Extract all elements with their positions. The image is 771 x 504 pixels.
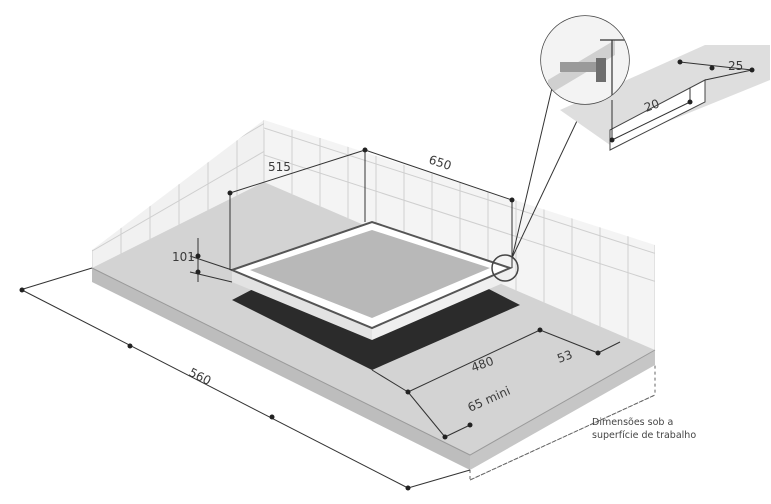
under-surface-outline <box>469 365 656 481</box>
dim-label-25: 25 <box>728 59 743 73</box>
dim-label-101: 101 <box>172 250 195 264</box>
dim-label-650: 650 <box>427 153 453 173</box>
dim-label-20: 20 <box>642 96 661 114</box>
dimension-lines <box>19 87 621 489</box>
dim-label-560: 560 <box>187 365 214 388</box>
detail-inset <box>540 15 770 151</box>
dim-label-515: 515 <box>268 160 291 174</box>
dim-label-53: 53 <box>555 347 574 365</box>
detail-marker <box>491 254 519 282</box>
note-line-1: Dimensões sob a <box>592 417 673 428</box>
dimension-points <box>19 147 601 491</box>
note-line-2: superfície de trabalho <box>592 430 696 441</box>
hob <box>229 220 513 340</box>
